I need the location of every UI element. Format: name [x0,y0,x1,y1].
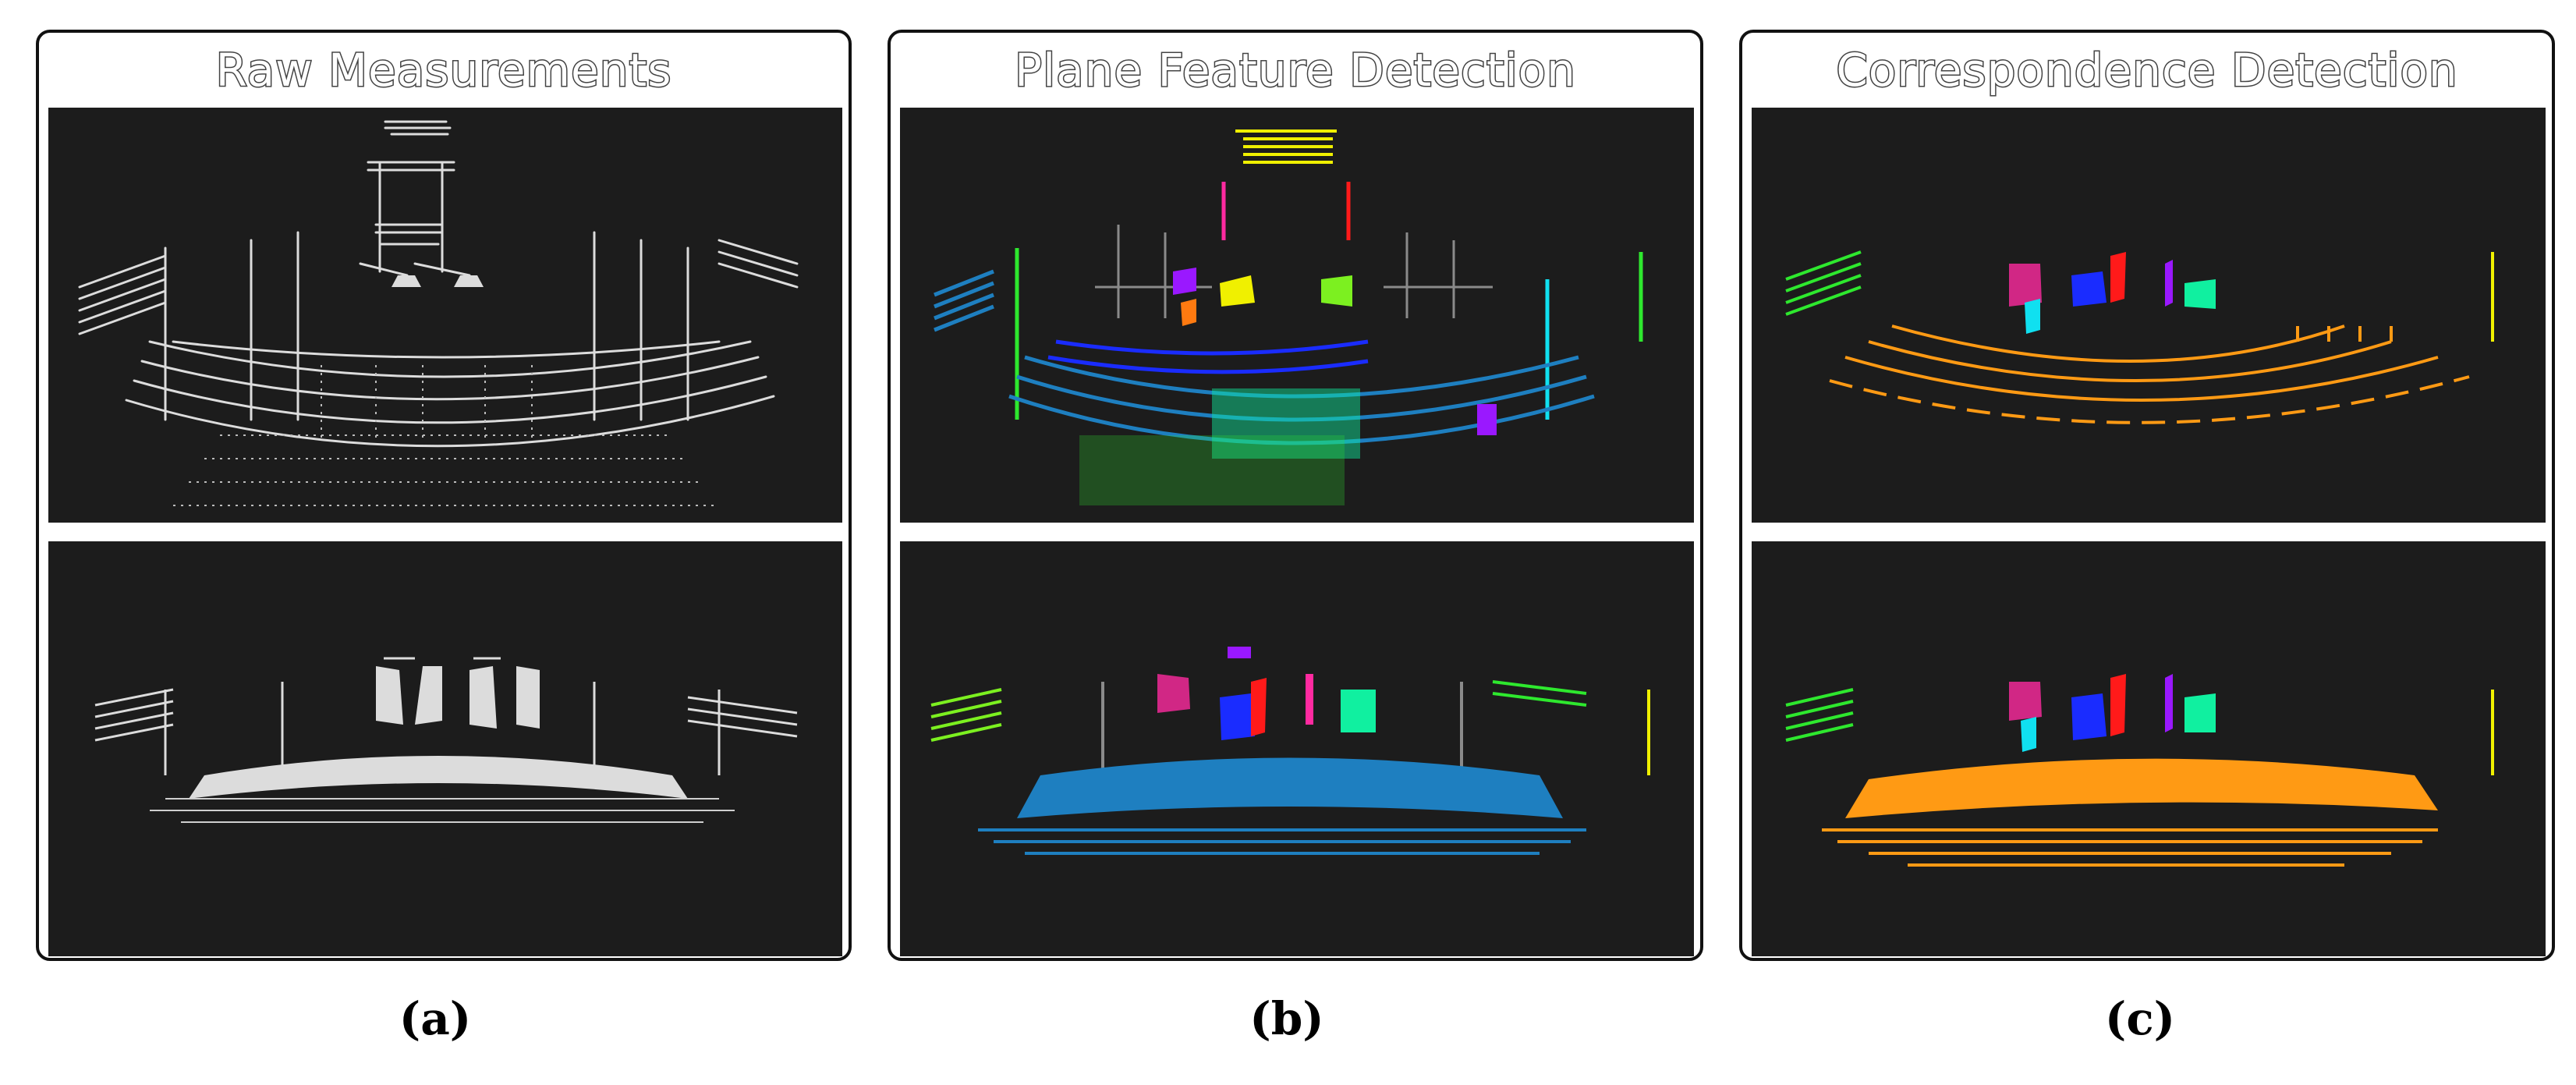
panel-plane-feature-detection: Plane Feature Detection [888,30,1703,961]
point-cloud-view-bottom [48,541,842,956]
caption-c: (c) [2104,992,2176,1045]
correspondence-cloud-top [1785,250,2494,424]
caption-b: (b) [1249,992,1324,1045]
point-cloud-view-bottom [1752,541,2546,956]
raw-point-cloud-top [78,120,799,506]
point-cloud-view-top [900,108,1694,523]
raw-point-cloud-bottom [94,657,798,823]
plane-feature-cloud-bottom [930,647,1650,855]
point-cloud-view-top [48,108,842,523]
panel-title: Plane Feature Detection [1014,43,1577,98]
correspondence-cloud-bottom [1785,674,2494,867]
plane-feature-cloud-top [934,129,1643,505]
caption-a: (a) [399,992,472,1045]
point-cloud-view-bottom [900,541,1694,956]
panel-title: Correspondence Detection [1835,43,2458,98]
panel-title: Raw Measurements [214,43,672,98]
panel-correspondence-detection: Correspondence Detection [1739,30,2555,961]
point-cloud-view-top [1752,108,2546,523]
panel-raw-measurements: Raw Measurements [36,30,852,961]
